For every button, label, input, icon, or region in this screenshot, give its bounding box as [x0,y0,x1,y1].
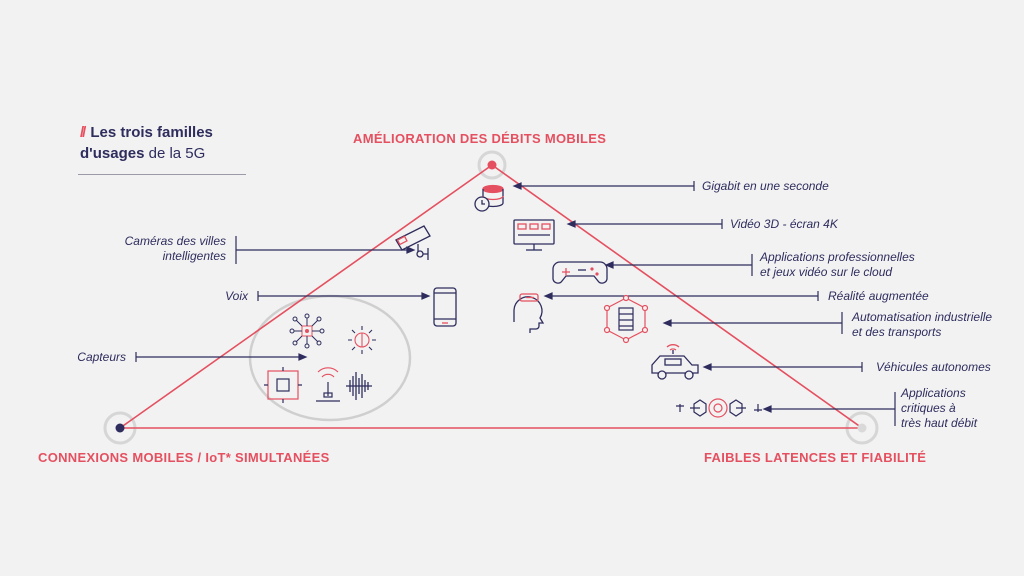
security-camera-icon [395,225,431,260]
label-line: et des transports [852,325,942,339]
left-vertex-dot [115,423,125,433]
chip-icon [264,367,302,403]
title-underline [78,174,246,175]
database-clock-icon [474,184,504,212]
antenna-icon [316,367,340,402]
label-line: Caméras des villes [124,234,226,248]
label-voice: Voix [225,289,248,304]
corner-label-top: AMÉLIORATION DES DÉBITS MOBILES [353,131,607,146]
soundwave-icon [346,372,372,400]
top-vertex-dot [487,160,497,170]
pointer-video [566,219,723,229]
title-slashes: // [80,124,87,141]
label-cameras: Caméras des villes intelligentes [125,234,226,264]
label-critical-apps: Applications critiques à très haut débit [901,386,977,431]
label-line: Voix [225,289,248,303]
diagram-title: //Les trois familles d'usages de la 5G [80,122,213,164]
label-video-3d: Vidéo 3D - écran 4K [730,217,838,232]
label-line: critiques à [901,401,956,415]
pointer-critical [762,392,896,426]
critical-network-icon [676,398,762,418]
autonomous-car-icon [651,344,699,380]
pointer-gigabit [512,181,695,191]
pointer-sensors [135,352,308,362]
label-gigabit: Gigabit en une seconde [702,179,829,194]
light-sensor-icon [348,326,376,354]
label-line: Vidéo 3D - écran 4K [730,217,838,231]
label-line: Capteurs [77,350,126,364]
corner-label-right: FAIBLES LATENCES ET FIABILITÉ [704,450,927,465]
automation-network-icon [603,294,649,344]
pointer-ar [543,291,819,301]
gamepad-icon [552,261,608,284]
screen-3d-icon [513,219,555,251]
corner-label-left: CONNEXIONS MOBILES / IoT* SIMULTANÉES [38,450,330,465]
label-line: Réalité augmentée [828,289,929,303]
right-vertex-dot [857,423,867,433]
label-line: Véhicules autonomes [876,360,991,374]
label-automation: Automatisation industrielle et des trans… [852,310,992,340]
label-line: très haut débit [901,416,978,430]
sensor-hub-icon [289,313,325,349]
label-vehicles: Véhicules autonomes [876,360,991,375]
label-line: Automatisation industrielle [852,310,993,324]
ar-head-icon [513,293,545,333]
label-line: Gigabit en une seconde [702,179,829,193]
title-line2-bold: d'usages [80,145,145,162]
top-vertex-halo [477,150,507,180]
pointer-cloud [604,254,753,276]
label-sensors: Capteurs [77,350,126,365]
label-line: et jeux vidéo sur le cloud [760,265,893,279]
pointer-automation [662,312,843,334]
pointer-vehicles [702,362,863,372]
smartphone-icon [433,287,457,327]
label-ar: Réalité augmentée [828,289,929,304]
label-line: Applications professionnelles [760,250,915,264]
title-line2-rest: de la 5G [144,145,206,162]
label-cloud-apps: Applications professionnelles et jeux vi… [760,250,915,280]
label-line: intelligentes [162,249,226,263]
pointer-voice [257,291,431,301]
label-line: Applications [901,386,966,400]
pointer-cameras [235,236,416,264]
title-line1: Les trois familles [90,124,213,141]
